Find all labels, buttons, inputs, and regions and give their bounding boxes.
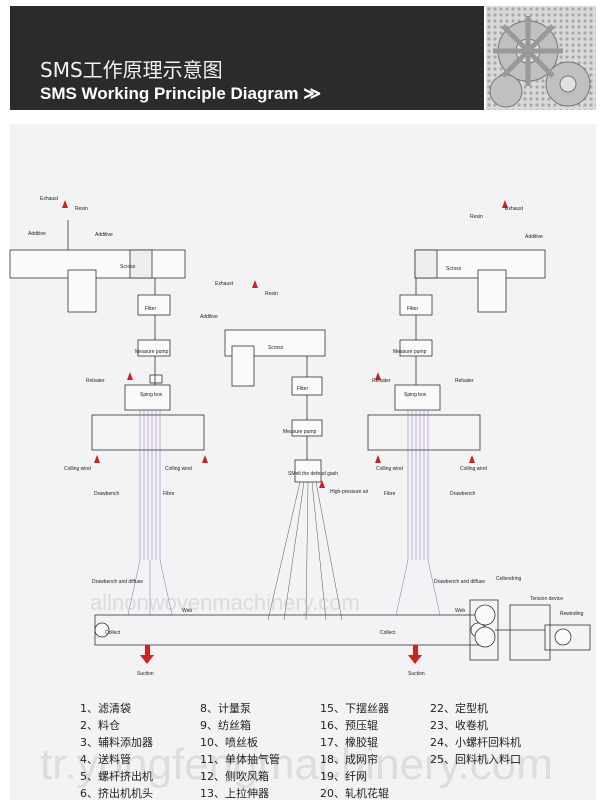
label-fibre-right: Fibre — [384, 491, 396, 497]
legend-column-4: 22、定型机 23、收卷机 24、小螺杆回料机 25、回料机入料口 — [430, 700, 521, 768]
label-spinbox-right: Sping box — [404, 392, 427, 398]
label-cooling-left: Colling wind — [64, 466, 91, 472]
legend-item: 22、定型机 — [430, 700, 521, 717]
label-web-right: Web — [455, 608, 465, 614]
label-cooling-right-2: Colling wind — [460, 466, 487, 472]
legend-item: 6、挤出机机头 — [80, 785, 153, 802]
label-spinbox-left: Sping box — [140, 392, 163, 398]
label-exhaust-center: Exhaust — [215, 281, 234, 287]
right-filter — [400, 295, 432, 315]
legend-item: 25、回料机入料口 — [430, 751, 521, 768]
label-fibre-left: Fibre — [163, 491, 175, 497]
label-hpair-center: High-pressure air — [330, 489, 369, 495]
legend-item: 15、下摆丝器 — [320, 700, 389, 717]
label-scross-left: Scross — [120, 264, 136, 270]
collector-belt — [95, 615, 485, 645]
label-additive-center: Additive — [200, 314, 218, 320]
label-cooling-right: Colling wind — [376, 466, 403, 472]
label-rewind: Rewinding — [560, 611, 584, 617]
calender-roll-top — [475, 605, 495, 625]
legend-item: 23、收卷机 — [430, 717, 521, 734]
label-resin-left: Resin — [75, 206, 88, 212]
label-relsater-right-2: Relsater — [455, 378, 474, 384]
legend-item: 19、纤网 — [320, 768, 389, 785]
legend-item: 17、橡胶辊 — [320, 734, 389, 751]
left-hopper-return — [68, 270, 96, 312]
label-relsater-right: Relsater — [372, 378, 391, 384]
legend-item: 20、轧机花辊 — [320, 785, 389, 802]
label-exhaust-right: Exhaust — [505, 206, 524, 212]
legend-item: 5、螺杆挤出机 — [80, 768, 153, 785]
label-tension: Tension device — [530, 596, 563, 602]
label-pump-left: Measure pump — [135, 349, 169, 355]
left-filter — [138, 295, 170, 315]
label-melt-center: SMelt the defead gash — [288, 471, 338, 477]
legend-item: 18、成网帘 — [320, 751, 389, 768]
label-resin-center: Resin — [265, 291, 278, 297]
legend-item: 9、纺丝箱 — [200, 717, 280, 734]
legend-item: 3、辅料添加器 — [80, 734, 153, 751]
legend-item: 1、滤清袋 — [80, 700, 153, 717]
label-diffuse-left: Drawbench and diffuse — [92, 579, 143, 585]
legend-item: 8、计量泵 — [200, 700, 280, 717]
label-additive-left: Additive — [28, 231, 46, 237]
label-drawbench-left: Drawbench — [94, 491, 120, 497]
label-relsater-left: Relsater — [86, 378, 105, 384]
label-additive-right: Additive — [525, 234, 543, 240]
label-resin-right: Resin — [470, 214, 483, 220]
label-suction-right: Suction — [408, 671, 425, 677]
label-suction-left: Suction — [137, 671, 154, 677]
label-cooling-left-2: Colling wind — [165, 466, 192, 472]
legend-item: 4、送料管 — [80, 751, 153, 768]
legend-item: 12、侧吹风箱 — [200, 768, 280, 785]
calender-roll-bottom — [475, 627, 495, 647]
label-scross-right: Scross — [446, 266, 462, 272]
label-filter-right: Filter — [407, 306, 418, 312]
legend-item: 2、料仓 — [80, 717, 153, 734]
legend-column-1: 1、滤清袋 2、料仓 3、辅料添加器 4、送料管 5、螺杆挤出机 6、挤出机机头 — [80, 700, 153, 802]
label-collect-right: Collect — [380, 630, 396, 636]
watermark-secondary: allnonwovenmachinery.com — [90, 590, 360, 616]
label-collect-left: Collect — [105, 630, 121, 636]
label-calender: Cellendring — [496, 576, 522, 582]
legend-item: 10、喷丝板 — [200, 734, 280, 751]
label-scross-center: Scross — [268, 345, 284, 351]
label-pump-right: Measure pump — [393, 349, 427, 355]
tension-device — [510, 605, 550, 660]
label-filter-left: Filter — [145, 306, 156, 312]
label-filter-center: Filter — [297, 386, 308, 392]
label-drawbench-right: Drawbench — [450, 491, 476, 497]
label-exhaust-left: Exhaust — [40, 196, 59, 202]
legend-column-3: 15、下摆丝器 16、预压辊 17、橡胶辊 18、成网帘 19、纤网 20、轧机… — [320, 700, 389, 802]
label-diffuse-right: Drawbench and diffuse — [434, 579, 485, 585]
legend-item: 24、小螺杆回料机 — [430, 734, 521, 751]
legend-column-2: 8、计量泵 9、纺丝箱 10、喷丝板 11、单体抽气管 12、侧吹风箱 13、上… — [200, 700, 280, 802]
left-extruder — [10, 250, 185, 278]
legend-item: 16、预压辊 — [320, 717, 389, 734]
label-pump-center: Measure pump — [283, 429, 317, 435]
legend-item: 13、上拉伸器 — [200, 785, 280, 802]
legend-item: 11、单体抽气管 — [200, 751, 280, 768]
label-additive-left-2: Additive — [95, 232, 113, 238]
